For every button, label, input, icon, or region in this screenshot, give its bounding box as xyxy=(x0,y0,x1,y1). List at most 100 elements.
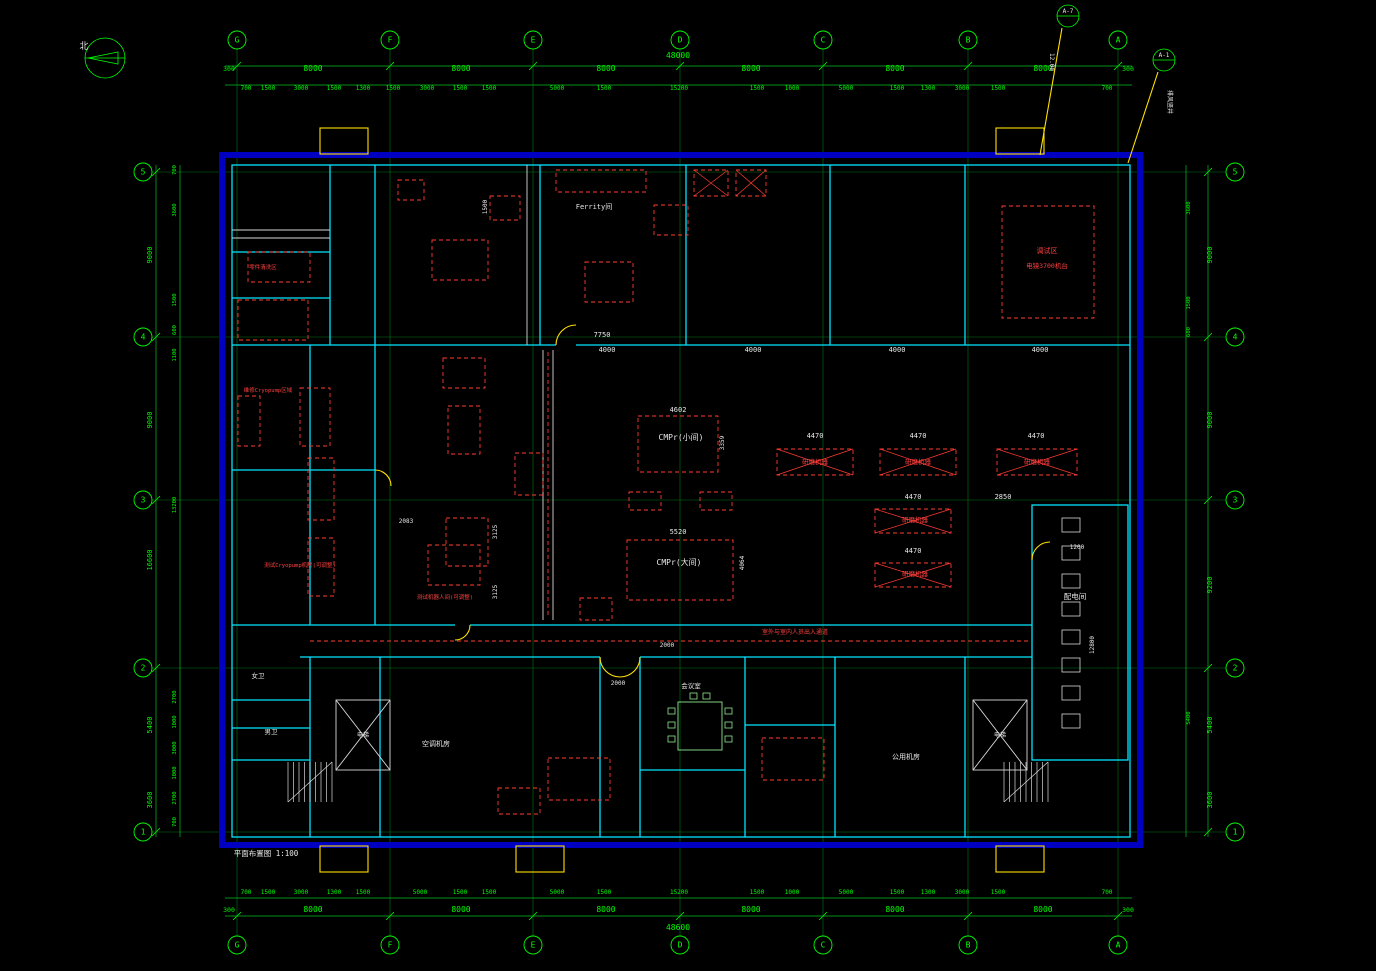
label-text: 700 xyxy=(172,165,178,175)
grid-bubble-label: E xyxy=(531,941,536,950)
label-text: 1500 xyxy=(172,293,178,306)
grid-bubble xyxy=(1225,490,1245,510)
equipment-outline xyxy=(442,357,486,389)
label-text: 1500 xyxy=(750,889,765,896)
elevator-shaft xyxy=(335,699,391,771)
label-text: 8000 xyxy=(451,905,470,914)
grid-bubble-label: B xyxy=(966,36,971,45)
label-text: 1500 xyxy=(890,889,905,896)
label-text: 8000 xyxy=(885,905,904,914)
grid-bubble xyxy=(1225,327,1245,347)
detail-bubble: A-1 xyxy=(1152,48,1176,72)
label-text: 3125 xyxy=(492,524,499,539)
label-text: 4470 xyxy=(807,432,824,440)
meeting-table xyxy=(667,692,733,751)
grid-bubble xyxy=(813,935,833,955)
label-text: 会议室 xyxy=(681,681,701,690)
detail-bubble-label: A-1 xyxy=(1159,52,1170,59)
label-text: 1500 xyxy=(1186,296,1192,309)
label-text: 9000 xyxy=(1206,412,1214,429)
label-text: 4064 xyxy=(739,555,746,570)
electrical-panel xyxy=(1061,517,1081,533)
label-text: 300 xyxy=(223,65,235,73)
label-text: 5000 xyxy=(839,85,854,92)
grid-bubble xyxy=(380,935,400,955)
drawing-title: 平面布置图 1:100 xyxy=(234,848,299,858)
label-text: 电镜3700机台 xyxy=(1026,261,1068,270)
label-text: 13200 xyxy=(172,497,178,514)
label-text: 8000 xyxy=(303,64,322,73)
label-text: 研磨机器 xyxy=(902,515,929,524)
equipment-cross-line xyxy=(879,448,957,476)
label-text: 5400 xyxy=(1206,717,1214,734)
label-text: 700 xyxy=(1102,85,1113,92)
electrical-panel xyxy=(1061,657,1081,673)
label-text: 15200 xyxy=(670,889,688,896)
label-text: 3000 xyxy=(294,889,309,896)
grid-bubble-label: F xyxy=(388,941,393,950)
label-text: 4470 xyxy=(905,547,922,555)
equipment-outline xyxy=(653,204,689,236)
equipment-outline xyxy=(628,491,662,511)
staircase xyxy=(1003,761,1049,803)
grid-bubble xyxy=(523,30,543,50)
label-text: 1500 xyxy=(890,85,905,92)
label-text: 1500 xyxy=(482,889,497,896)
label-text: 研磨机器 xyxy=(902,569,929,578)
label-text: 12.00 xyxy=(1048,53,1055,71)
grid-bubble xyxy=(133,658,153,678)
equipment-cross-line xyxy=(874,508,952,534)
label-text: 5400 xyxy=(146,717,154,734)
label-text: 3125 xyxy=(492,584,499,599)
equipment-outline xyxy=(1001,205,1095,319)
equipment-outline xyxy=(247,251,311,283)
label-text: 调试区 xyxy=(1037,246,1058,255)
label-text: 2000 xyxy=(611,680,626,687)
equipment-cross-line xyxy=(735,169,767,197)
label-text: 4470 xyxy=(1028,432,1045,440)
label-text: 研磨机器 xyxy=(905,457,932,466)
electrical-panel xyxy=(1061,713,1081,729)
grid-bubble xyxy=(133,490,153,510)
equipment-cross-line xyxy=(693,169,729,197)
label-text: 600 xyxy=(172,325,178,335)
equipment-outline xyxy=(547,757,611,801)
equipment-outline xyxy=(514,452,544,496)
equipment-outline xyxy=(307,457,335,521)
equipment-outline xyxy=(497,787,541,815)
equipment-outline xyxy=(879,448,957,476)
detail-bubble: A-7 xyxy=(1056,4,1080,28)
equipment-layer xyxy=(237,169,1095,815)
building-inner-wall xyxy=(231,164,1131,838)
grid-bubble-label: B xyxy=(966,941,971,950)
label-text: 3600 xyxy=(1186,201,1192,214)
electrical-panel xyxy=(1061,573,1081,589)
equipment-outline xyxy=(299,387,331,447)
equipment-outline xyxy=(874,508,952,534)
label-text: 1500 xyxy=(750,85,765,92)
grid-bubble-label: C xyxy=(821,36,826,45)
label-text: 1000 xyxy=(785,889,800,896)
equipment-outline xyxy=(555,169,647,193)
label-text: 300 xyxy=(1122,906,1134,914)
label-text: 3600 xyxy=(146,792,154,809)
grid-bubble xyxy=(958,935,978,955)
label-text: 3600 xyxy=(172,203,178,216)
label-text: 4470 xyxy=(905,493,922,501)
label-text: 600 xyxy=(1186,327,1192,337)
grid-bubble-label: 5 xyxy=(1233,168,1238,177)
electrical-panel xyxy=(1061,545,1081,561)
label-text: 1500 xyxy=(261,85,276,92)
label-text: 3000 xyxy=(172,741,178,754)
label-text: 9000 xyxy=(1206,247,1214,264)
grid-bubble-label: 1 xyxy=(1233,828,1238,837)
electrical-panel xyxy=(1061,629,1081,645)
grid-bubble-label: 2 xyxy=(141,664,146,673)
grid-bubble-label: 5 xyxy=(141,168,146,177)
grid-bubble-label: A xyxy=(1116,941,1121,950)
label-text: 1500 xyxy=(991,889,1006,896)
equipment-outline xyxy=(776,448,854,476)
